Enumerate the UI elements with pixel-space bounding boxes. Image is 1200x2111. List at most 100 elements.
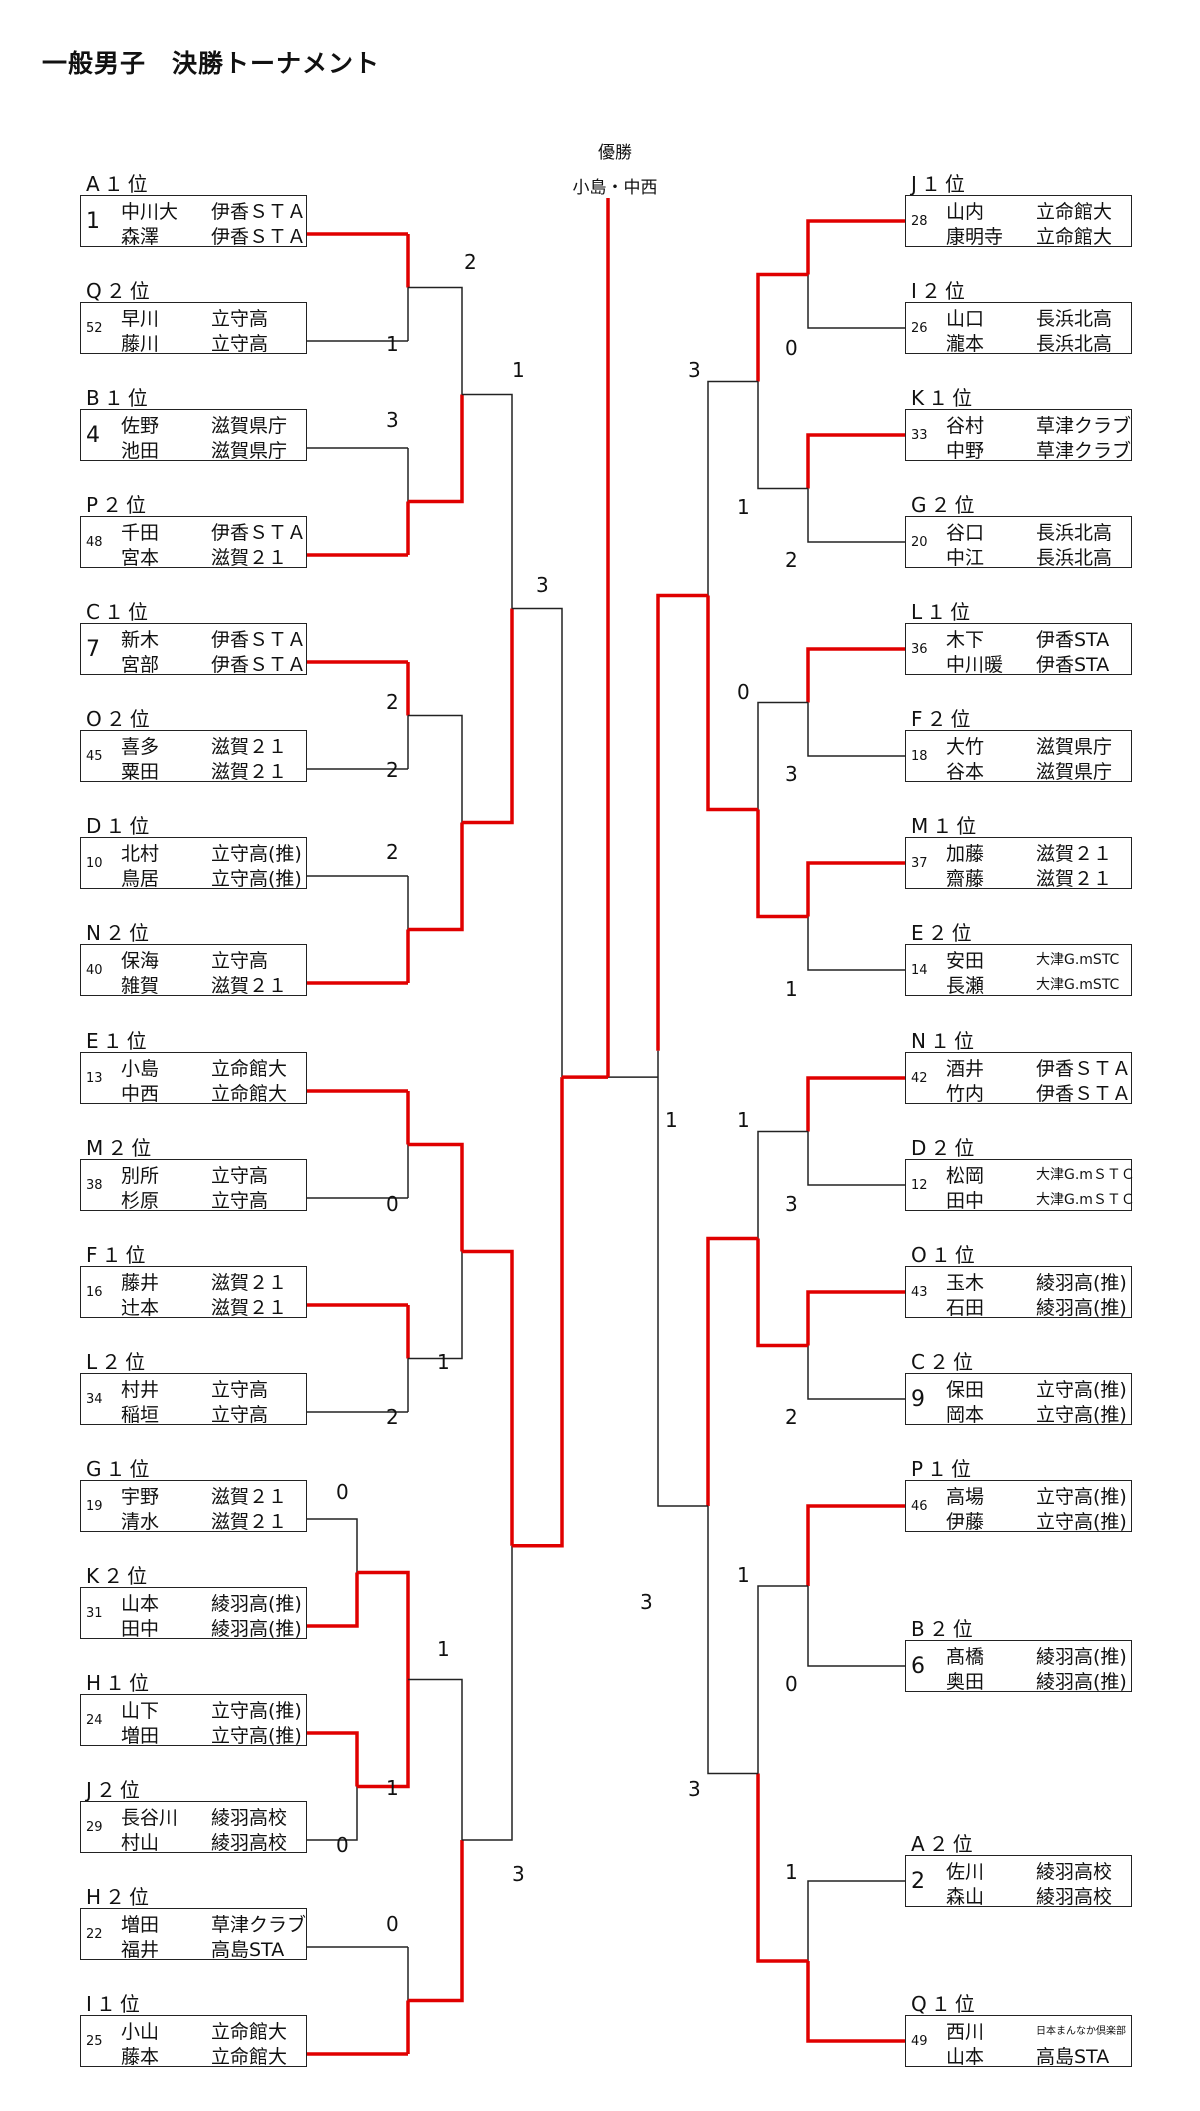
- bracket-line: [706, 595, 758, 812]
- team-name: 立守高(推): [211, 1700, 302, 1722]
- bracket-line: [757, 381, 808, 490]
- seed-rank-label: N２位: [86, 921, 153, 945]
- seed-number: 46: [911, 1498, 928, 1514]
- seed-number: 19: [86, 1498, 103, 1514]
- bracket-line: [307, 1786, 358, 1841]
- bracket-line: [756, 272, 808, 382]
- team-name: 長浜北高: [1036, 333, 1113, 355]
- player-name: 森山: [946, 1886, 985, 1908]
- seed-number: 40: [86, 962, 103, 978]
- seed-rank-label: G１位: [86, 1457, 154, 1481]
- seed-rank-label: O２位: [86, 707, 154, 731]
- bracket-line: [512, 1077, 564, 1548]
- player-name: 安田: [946, 950, 985, 972]
- team-name: 滋賀２１: [1036, 868, 1113, 890]
- bracket-line: [307, 1518, 358, 1573]
- match-score: 1: [386, 1776, 399, 1800]
- match-score: 2: [386, 840, 399, 864]
- player-name: 早川: [121, 308, 160, 330]
- player-name: 奥田: [946, 1671, 985, 1693]
- seed-rank-label: O１位: [911, 1243, 979, 1267]
- team-name: 立守高(推): [211, 1725, 302, 1747]
- team-name: 綾羽高校: [211, 1807, 288, 1829]
- bracket-line: [806, 1290, 905, 1346]
- match-score: 3: [386, 408, 399, 432]
- seed-number: 33: [911, 427, 928, 443]
- player-name: 中川大: [121, 201, 179, 223]
- seed-rank-label: H２位: [86, 1885, 154, 1909]
- player-name: 木下: [946, 629, 985, 651]
- seed-rank-label: B１位: [86, 386, 152, 410]
- team-name: 伊香ＳＴＡ: [1036, 1083, 1132, 1105]
- player-name: 粟田: [121, 761, 160, 783]
- seed-number: 20: [911, 534, 928, 550]
- team-name: 伊香ＳＴＡ: [211, 522, 307, 544]
- team-name: 立命館大: [211, 2046, 288, 2068]
- champion-name: 小島・中西: [572, 178, 658, 198]
- team-name: 大津G.mＳＴＣ: [1036, 1192, 1135, 1208]
- seed-number: 26: [911, 320, 928, 336]
- team-name: 滋賀県庁: [211, 440, 288, 462]
- player-name: 髙橋: [946, 1646, 985, 1668]
- match-score: 3: [640, 1590, 653, 1614]
- seed-number: 14: [911, 962, 928, 978]
- seed-number: 16: [86, 1284, 103, 1300]
- team-name: 立守高(推): [211, 868, 302, 890]
- seed-rank-label: E１位: [86, 1029, 151, 1053]
- bracket-line: [807, 916, 905, 971]
- seed-rank-label: E２位: [911, 921, 976, 945]
- bracket-line: [756, 1773, 808, 1963]
- bracket-line: [707, 380, 758, 596]
- team-name: 立守高(推): [211, 843, 302, 865]
- player-name: 清水: [121, 1511, 160, 1533]
- player-name: 鳥居: [121, 868, 160, 890]
- seed-number: 29: [86, 1819, 103, 1835]
- player-name: 藤川: [121, 333, 160, 355]
- player-name: 山口: [946, 308, 985, 330]
- seed-number: 25: [86, 2033, 103, 2049]
- seed-number: 43: [911, 1284, 928, 1300]
- match-score: 0: [737, 680, 750, 704]
- team-name: 立命館大: [1036, 226, 1113, 248]
- team-name: 滋賀２１: [211, 1272, 288, 1294]
- seed-number: 36: [911, 641, 928, 657]
- team-name: 高島STA: [1036, 2046, 1110, 2068]
- player-name: 山本: [946, 2046, 985, 2068]
- match-score: 0: [386, 1912, 399, 1936]
- player-name: 谷村: [946, 415, 985, 437]
- player-name: 増田: [121, 1725, 160, 1747]
- seed-number: 45: [86, 748, 103, 764]
- seed-number: 48: [86, 534, 103, 550]
- seed-rank-label: J１位: [911, 172, 969, 196]
- team-name: 綾羽高校: [1036, 1886, 1113, 1908]
- team-name: 立守高: [211, 950, 269, 972]
- team-name: 立守高: [211, 308, 269, 330]
- bracket-line: [807, 488, 905, 543]
- match-score: 0: [386, 1192, 399, 1216]
- team-name: 立守高: [211, 1404, 269, 1426]
- bracket-line: [807, 274, 905, 329]
- bracket-line: [707, 1506, 758, 1775]
- bracket-line: [757, 1585, 808, 1774]
- player-name: 福井: [121, 1939, 160, 1961]
- team-name: 滋賀２１: [211, 975, 288, 997]
- seed-rank-label: P２位: [86, 493, 151, 517]
- bracket-line: [408, 286, 463, 395]
- player-name: 別所: [121, 1165, 160, 1187]
- player-name: 山内: [946, 201, 985, 223]
- player-name: 山本: [121, 1593, 160, 1615]
- player-name: 新木: [121, 629, 160, 651]
- seed-rank-label: H１位: [86, 1671, 154, 1695]
- player-name: 山下: [121, 1700, 160, 1722]
- player-name: 佐川: [946, 1861, 985, 1883]
